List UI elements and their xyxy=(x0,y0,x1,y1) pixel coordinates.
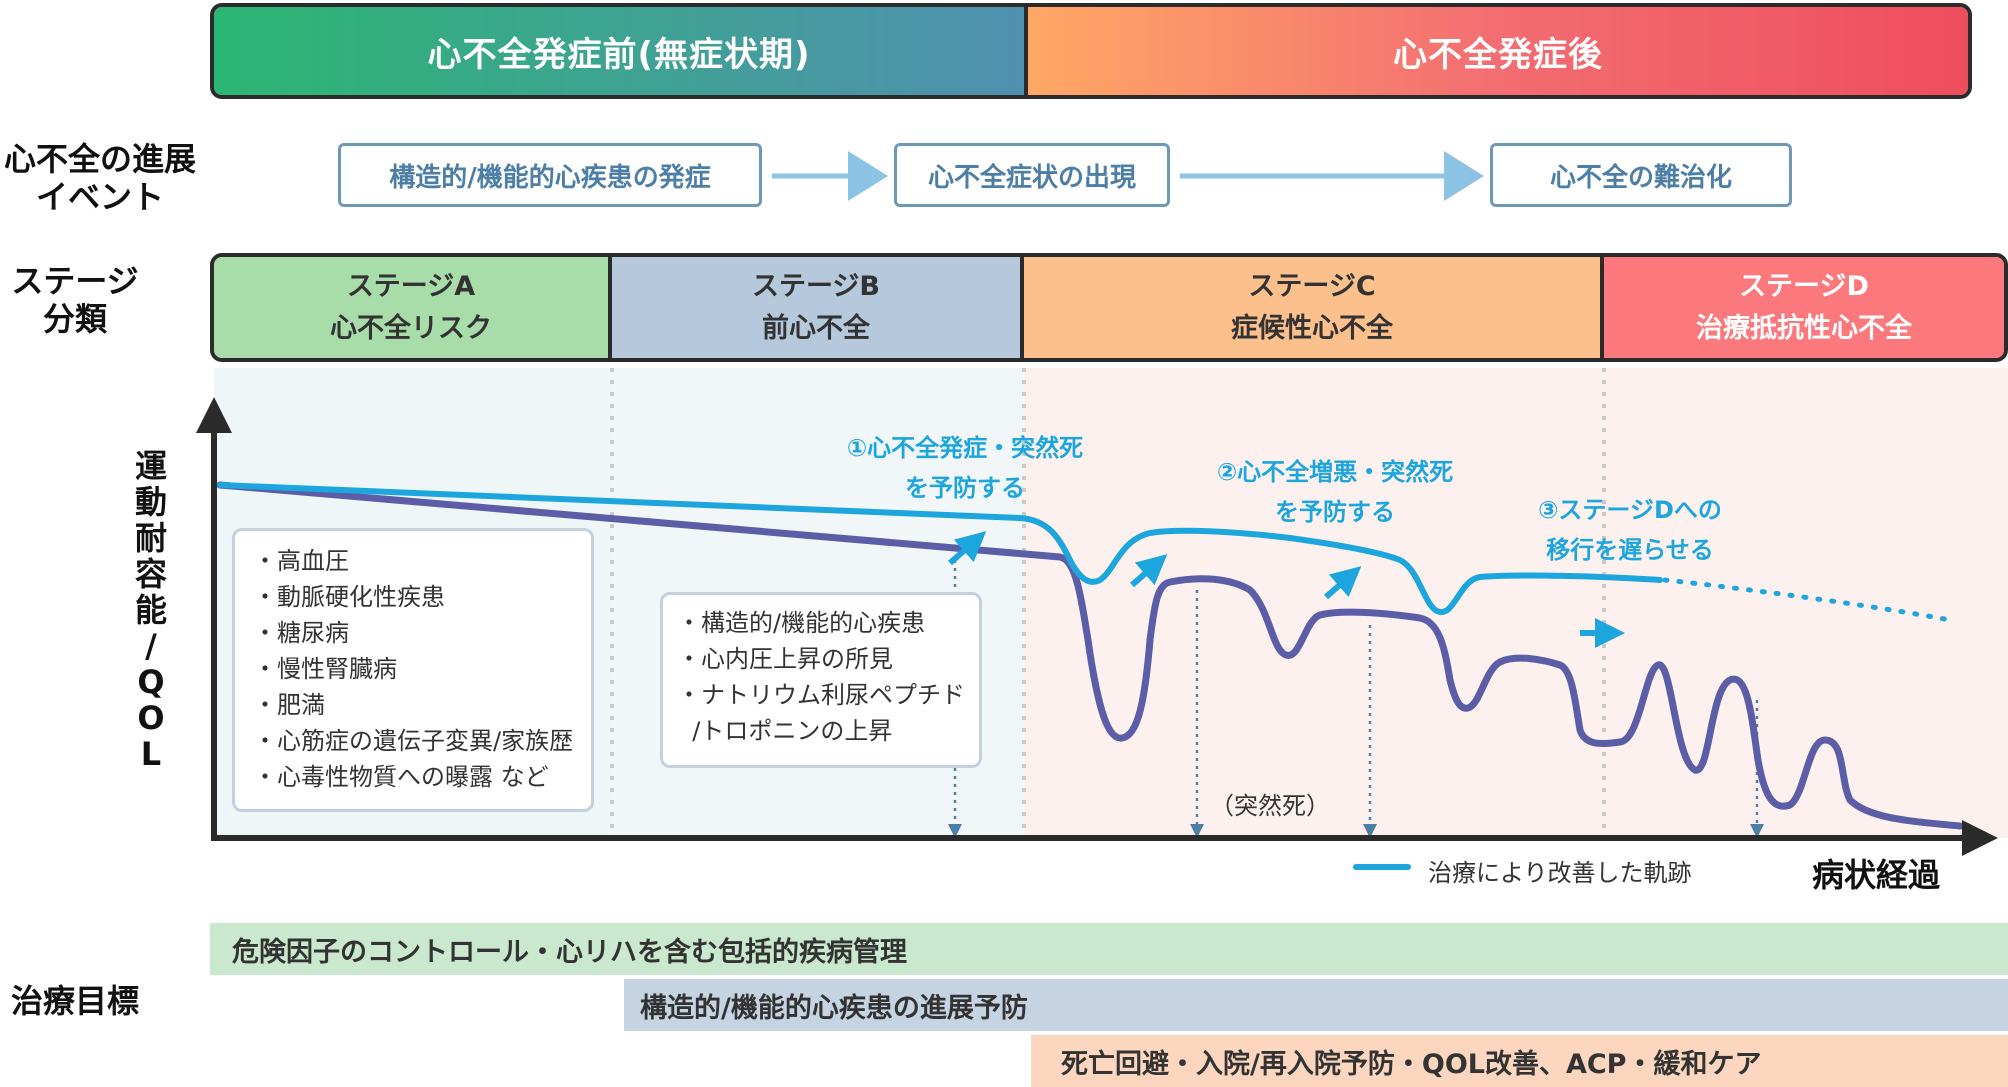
goal-progression-prevention: 構造的/機能的心疾患の進展予防 xyxy=(624,979,2008,1031)
risk-factor-item: ・動脈硬化性疾患 xyxy=(253,583,445,611)
side-label-events-line1: 心不全の進展 xyxy=(3,140,196,178)
sudden-death-label: （突然死） xyxy=(1210,792,1330,820)
annotation-line: を予防する xyxy=(905,474,1025,502)
side-label-goals: 治療目標 xyxy=(10,982,139,1020)
annotation-prevent-worsening: ②心不全増悪・突然死 を予防する xyxy=(1200,452,1470,532)
stage-a-desc: 心不全リスク xyxy=(330,312,492,344)
y-label-char: 動 xyxy=(134,483,167,521)
annotation-line: を予防する xyxy=(1275,498,1395,526)
natural-course-line xyxy=(216,481,1964,830)
phase-pre-onset: 心不全発症前(無症状期) xyxy=(214,7,1028,95)
risk-factor-item: ・高血圧 xyxy=(253,547,349,575)
risk-factor-item: ・心筋症の遺伝子変異/家族歴 xyxy=(253,727,574,755)
annotation-line: ③ステージDへの xyxy=(1538,496,1722,524)
stage-b-name: ステージB xyxy=(751,270,881,302)
stage-c: ステージC 症候性心不全 xyxy=(1024,257,1604,358)
risk-factor-item: ・慢性腎臓病 xyxy=(253,655,397,683)
stage-b: ステージB 前心不全 xyxy=(612,257,1024,358)
phase-post-onset: 心不全発症後 xyxy=(1028,7,1968,95)
event-arrows xyxy=(772,151,1484,201)
event-symptom-onset: 心不全症状の出現 xyxy=(894,143,1170,207)
y-axis-label: 運 動 耐 容 能 / Q O L xyxy=(128,448,174,772)
improve-arrow-1 xyxy=(948,531,987,566)
stage-c-desc: 症候性心不全 xyxy=(1231,312,1393,344)
side-label-stage-line1: ステージ xyxy=(11,262,139,300)
finding-item: ・心内圧上昇の所見 xyxy=(677,645,893,673)
risk-factor-item: ・心毒性物質への曝露 など xyxy=(253,763,549,791)
annotation-prevent-onset: ①心不全発症・突然死 を予防する xyxy=(830,428,1100,508)
y-label-char: L xyxy=(140,735,162,773)
risk-factor-item: ・糖尿病 xyxy=(253,619,349,647)
stage-d: ステージD 治療抵抗性心不全 xyxy=(1604,257,2004,358)
improved-course-projection xyxy=(1662,577,1953,623)
improve-arrow-2 xyxy=(1130,554,1168,588)
risk-factors-box: ・高血圧 ・動脈硬化性疾患 ・糖尿病 ・慢性腎臓病 ・肥満 ・心筋症の遺伝子変異… xyxy=(232,528,594,812)
event-refractory: 心不全の難治化 xyxy=(1490,143,1792,207)
event-structural-onset: 構造的/機能的心疾患の発症 xyxy=(338,143,762,207)
side-label-stage-line2: 分類 xyxy=(42,300,107,338)
stage-b-desc: 前心不全 xyxy=(762,312,870,344)
goal-outcome-improvement: 死亡回避・入院/再入院予防・QOL改善、ACP・緩和ケア xyxy=(1031,1035,2008,1087)
y-label-char: 運 xyxy=(134,447,167,485)
improve-arrow-3 xyxy=(1324,566,1362,600)
y-label-char: O xyxy=(137,699,165,737)
event-line-3-head xyxy=(1750,824,1764,838)
finding-item: ・構造的/機能的心疾患 xyxy=(677,609,926,637)
improved-course-line xyxy=(217,482,1663,615)
y-label-char: Q xyxy=(137,663,165,701)
legend-label: 治療により改善した軌跡 xyxy=(1428,859,1692,887)
phase-bar: 心不全発症前(無症状期) 心不全発症後 xyxy=(210,3,1972,99)
event-line-1-head xyxy=(948,824,962,838)
risk-factor-item: ・肥満 xyxy=(253,691,325,719)
annotation-line: 移行を遅らせる xyxy=(1546,536,1714,564)
side-label-stage: ステージ 分類 xyxy=(0,262,150,338)
goal-comprehensive-management: 危険因子のコントロール・心リハを含む包括的疾病管理 xyxy=(210,923,2008,975)
finding-item: ・ナトリウム利尿ペプチド xyxy=(677,681,965,709)
event-line-sudden-head xyxy=(1190,824,1204,838)
stage-bar: ステージA 心不全リスク ステージB 前心不全 ステージC 症候性心不全 ステー… xyxy=(210,253,2008,362)
side-label-events-line2: イベント xyxy=(35,178,164,216)
course-graph xyxy=(196,368,1998,870)
annotation-delay-stage-d: ③ステージDへの 移行を遅らせる xyxy=(1510,490,1750,570)
y-label-char: 容 xyxy=(134,555,167,593)
y-label-char: 耐 xyxy=(134,519,167,557)
stage-c-name: ステージC xyxy=(1248,270,1376,302)
y-label-char: 能 xyxy=(134,591,167,629)
y-label-char: / xyxy=(145,627,157,665)
event-line-2-head xyxy=(1363,824,1377,838)
x-axis-label: 病状経過 xyxy=(1812,856,1941,894)
stage-d-name: ステージD xyxy=(1739,270,1869,302)
finding-item: /トロポニンの上昇 xyxy=(677,717,893,745)
findings-box: ・構造的/機能的心疾患 ・心内圧上昇の所見 ・ナトリウム利尿ペプチド /トロポニ… xyxy=(660,592,982,768)
side-label-events: 心不全の進展 イベント xyxy=(0,140,200,216)
stage-a-name: ステージA xyxy=(346,270,476,302)
annotation-line: ①心不全発症・突然死 xyxy=(846,434,1084,462)
stage-a: ステージA 心不全リスク xyxy=(214,257,612,358)
annotation-line: ②心不全増悪・突然死 xyxy=(1216,458,1454,486)
stage-d-desc: 治療抵抗性心不全 xyxy=(1696,312,1912,344)
